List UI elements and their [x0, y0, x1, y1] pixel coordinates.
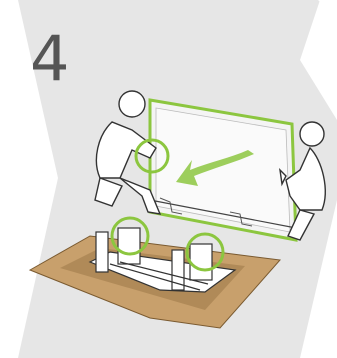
step-number: 4 [30, 28, 69, 90]
